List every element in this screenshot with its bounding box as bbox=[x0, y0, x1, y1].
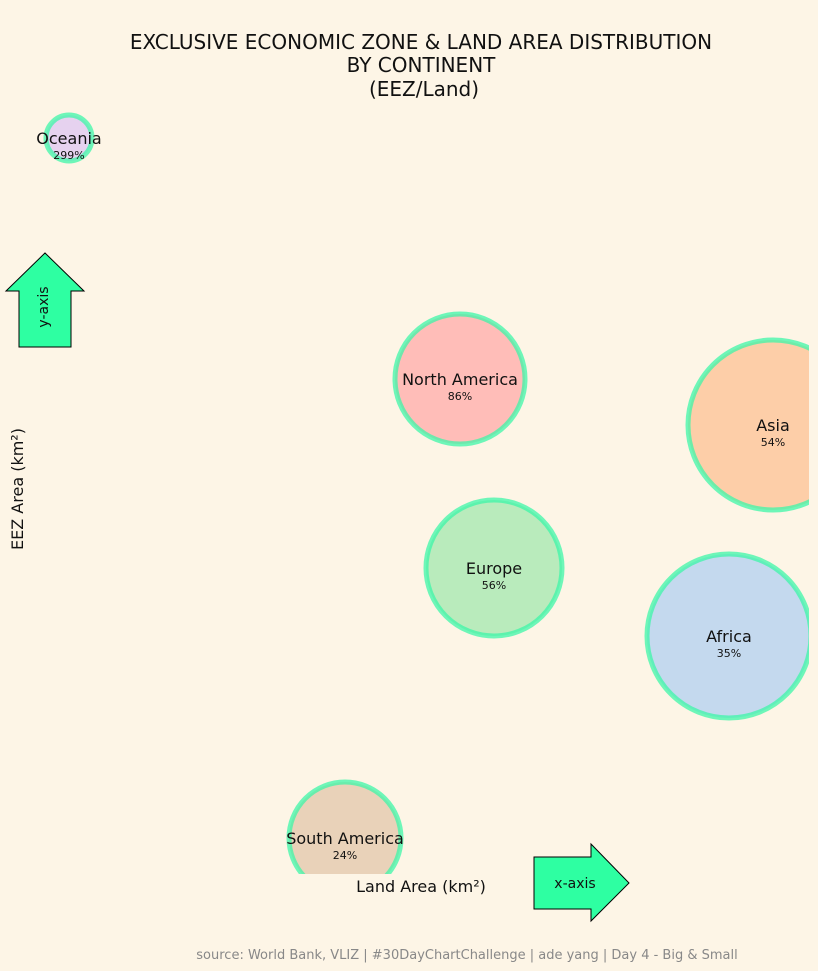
bubble-name-asia: Asia bbox=[756, 416, 790, 435]
source-caption: source: World Bank, VLIZ | #30DayChartCh… bbox=[196, 948, 737, 963]
bubble-circle-europe bbox=[423, 497, 565, 639]
bubble-name-europe: Europe bbox=[466, 559, 522, 578]
chart-title-line-1: EXCLUSIVE ECONOMIC ZONE & LAND AREA DIST… bbox=[130, 30, 712, 54]
y-axis-arrow-shape bbox=[4, 252, 86, 348]
x-axis-arrow: x-axis bbox=[533, 842, 630, 923]
bubble-circle-asia bbox=[685, 337, 809, 513]
bubble-ratio-africa: 35% bbox=[717, 647, 741, 660]
bubble-circle-oceania bbox=[43, 112, 95, 164]
bubble-ratio-south-america: 24% bbox=[333, 849, 357, 862]
chart-title-line-3: (EEZ/Land) bbox=[369, 77, 479, 101]
bubble-ratio-oceania: 299% bbox=[53, 149, 84, 162]
bubble-name-africa: Africa bbox=[706, 627, 752, 646]
y-axis-arrow: y-axis bbox=[4, 252, 86, 348]
y-axis-label: EEZ Area (km²) bbox=[8, 428, 27, 550]
bubble-ratio-north-america: 86% bbox=[448, 390, 472, 403]
bubble-circle-south-america bbox=[286, 779, 404, 874]
bubble-circle-north-america bbox=[392, 311, 528, 447]
bubble-name-north-america: North America bbox=[402, 370, 518, 389]
y-axis-arrow-label: y-axis bbox=[36, 286, 52, 327]
bubble-ratio-asia: 54% bbox=[761, 436, 785, 449]
bubble-circle-africa bbox=[644, 551, 809, 721]
bubble-name-south-america: South America bbox=[286, 829, 404, 848]
chart-title-line-2: BY CONTINENT bbox=[347, 53, 497, 77]
x-axis-label: Land Area (km²) bbox=[356, 877, 486, 896]
x-axis-arrow-label: x-axis bbox=[554, 876, 595, 892]
bubble-ratio-europe: 56% bbox=[482, 579, 506, 592]
x-axis-arrow-shape bbox=[533, 842, 630, 923]
bubble-name-oceania: Oceania bbox=[36, 129, 101, 148]
